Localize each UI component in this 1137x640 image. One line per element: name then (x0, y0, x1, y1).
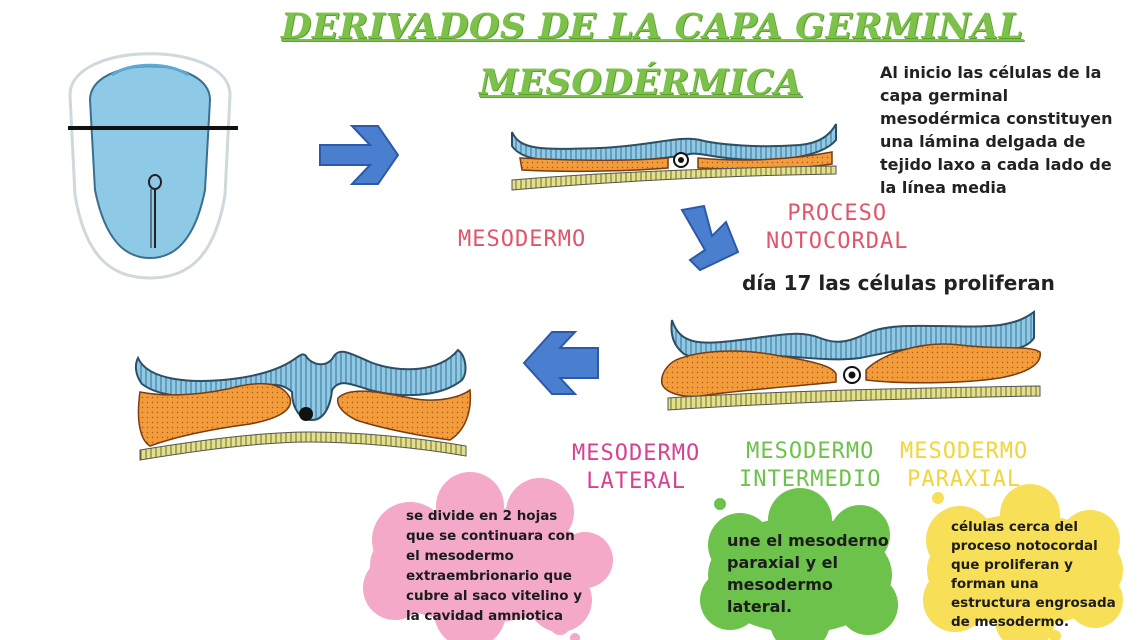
embryo-disc-illustration (68, 52, 238, 280)
label-paraxial-line2: PARAXIAL (907, 467, 1022, 492)
cloud-pink (363, 472, 613, 640)
arrow-down-icon (680, 204, 740, 272)
day17-caption: día 17 las células proliferan (742, 271, 1055, 295)
page-title-line2: MESODÉRMICA (479, 62, 802, 103)
intro-text: Al inicio las células de la capa germina… (880, 63, 1113, 197)
cross-section-late (134, 348, 472, 461)
label-intermedio-line2: INTERMEDIO (739, 467, 882, 492)
label-mesodermo-intermedio: MESODERMO INTERMEDIO (739, 438, 881, 494)
label-paraxial-line1: MESODERMO (900, 439, 1029, 464)
arrow-right-icon (319, 125, 400, 185)
label-proceso-line1: PROCESO (787, 201, 888, 226)
label-mesodermo-lateral: MESODERMO LATERAL (572, 440, 700, 496)
label-intermedio-line1: MESODERMO (746, 439, 875, 464)
cloud-intermedio-text: une el mesoderno paraxial y el mesodermo… (727, 531, 889, 616)
label-lateral-line1: MESODERMO (572, 441, 701, 466)
label-lateral-line2: LATERAL (586, 469, 686, 494)
cloud-green (700, 488, 898, 640)
arrow-left-icon (522, 331, 599, 395)
label-mesodermo-paraxial: MESODERMO PARAXIAL (900, 438, 1028, 494)
cloud-yellow (923, 484, 1123, 640)
cross-section-day17 (660, 310, 1041, 411)
label-proceso-notocordal: PROCESO NOTOCORDAL (766, 200, 908, 256)
label-proceso-line2: NOTOCORDAL (766, 229, 909, 254)
cloud-lateral-text: se divide en 2 hojas que se continuara c… (406, 508, 583, 624)
cloud-paraxial-text: células cerca del proceso notocordal que… (951, 519, 1116, 630)
label-mesodermo: MESODERMO (458, 227, 587, 252)
cross-section-early (511, 123, 837, 191)
page-title: DERIVADOS DE LA CAPA GERMINAL (281, 6, 1024, 47)
